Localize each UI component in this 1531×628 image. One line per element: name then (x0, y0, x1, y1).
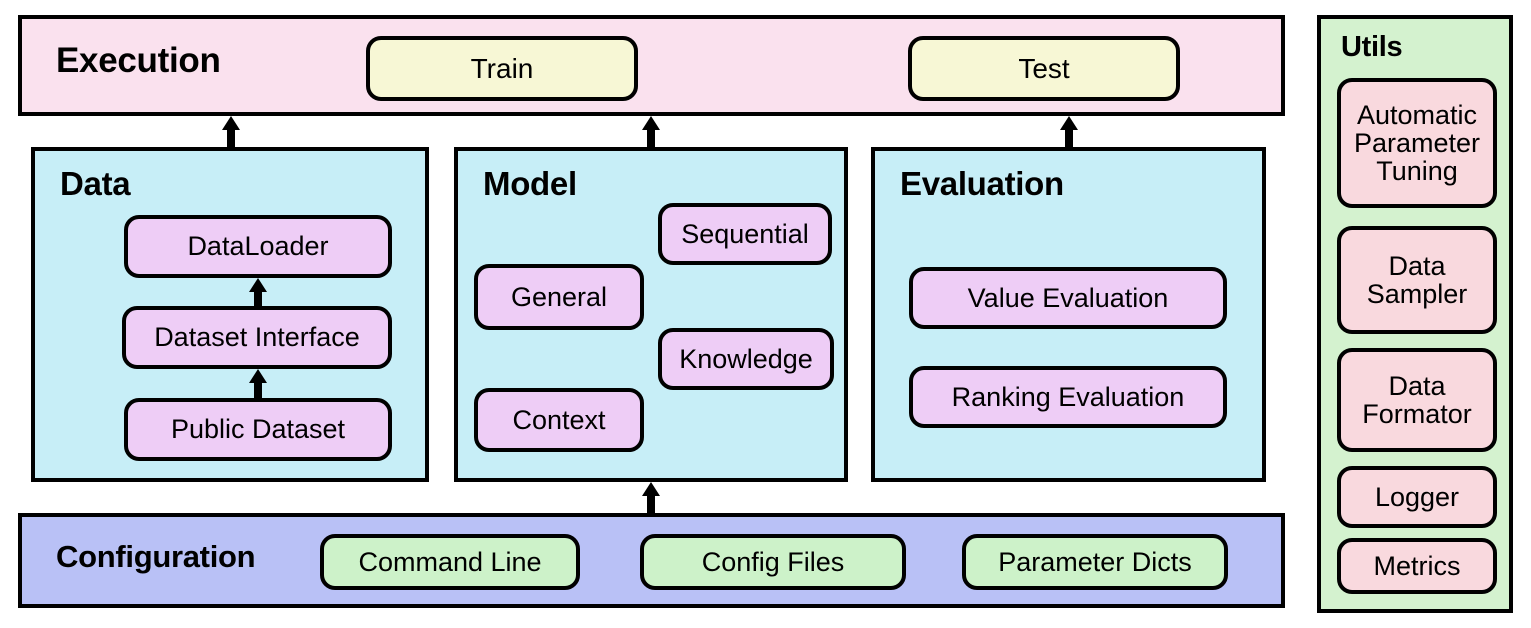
evaluation-title: Evaluation (900, 165, 1064, 202)
evaluation-item-value-evaluation-label: Value Evaluation (967, 282, 1169, 313)
data-item-dataset-interface[interactable]: Dataset Interface (122, 306, 392, 369)
configuration-item-command-line-label: Command Line (358, 546, 542, 577)
model-item-general[interactable]: General (474, 264, 644, 330)
arrow-model-to-execution (638, 116, 664, 147)
arrow-data-to-execution (218, 116, 244, 147)
configuration-item-command-line[interactable]: Command Line (320, 534, 580, 590)
evaluation-item-ranking-evaluation[interactable]: Ranking Evaluation (909, 366, 1227, 428)
data-item-public-dataset-label: Public Dataset (170, 414, 346, 445)
utils-item-data-formator-label: Data Formator (1362, 370, 1472, 429)
arrow-configuration-to-model (638, 482, 664, 513)
utils-item-logger[interactable]: Logger (1337, 466, 1497, 528)
model-item-knowledge[interactable]: Knowledge (658, 328, 834, 390)
utils-item-data-formator[interactable]: Data Formator (1337, 348, 1497, 452)
arrow-evaluation-to-execution (1056, 116, 1082, 147)
evaluation-item-value-evaluation[interactable]: Value Evaluation (909, 267, 1227, 329)
execution-item-test-label: Test (1018, 52, 1070, 84)
data-title: Data (60, 165, 131, 202)
model-item-general-label: General (510, 281, 608, 312)
execution-item-train[interactable]: Train (366, 36, 638, 101)
model-item-sequential-label: Sequential (681, 218, 809, 249)
arrow-public-dataset-to-dataset-interface (245, 369, 271, 399)
utils-item-metrics-label: Metrics (1373, 550, 1461, 581)
utils-item-automatic-parameter-tuning[interactable]: Automatic Parameter Tuning (1337, 78, 1497, 208)
utils-item-data-sampler[interactable]: Data Sampler (1337, 226, 1497, 334)
model-item-sequential[interactable]: Sequential (658, 203, 832, 265)
data-item-dataloader[interactable]: DataLoader (124, 215, 392, 278)
execution-item-train-label: Train (470, 52, 534, 84)
configuration-item-parameter-dicts-label: Parameter Dicts (998, 546, 1192, 577)
execution-item-test[interactable]: Test (908, 36, 1180, 101)
utils-item-automatic-parameter-tuning-label: Automatic Parameter Tuning (1353, 99, 1481, 187)
data-item-dataset-interface-label: Dataset Interface (154, 322, 360, 353)
model-title: Model (483, 165, 577, 202)
configuration-item-parameter-dicts[interactable]: Parameter Dicts (962, 534, 1228, 590)
configuration-item-config-files-label: Config Files (701, 546, 845, 577)
data-item-dataloader-label: DataLoader (187, 231, 329, 262)
configuration-title: Configuration (56, 539, 256, 574)
model-item-context[interactable]: Context (474, 388, 644, 452)
utils-title: Utils (1341, 31, 1403, 63)
evaluation-item-ranking-evaluation-label: Ranking Evaluation (951, 381, 1185, 412)
execution-title: Execution (56, 41, 221, 80)
utils-item-logger-label: Logger (1374, 481, 1460, 512)
configuration-item-config-files[interactable]: Config Files (640, 534, 906, 590)
utils-item-data-sampler-label: Data Sampler (1366, 250, 1468, 309)
utils-item-metrics[interactable]: Metrics (1337, 538, 1497, 594)
model-item-knowledge-label: Knowledge (679, 343, 813, 374)
model-item-context-label: Context (512, 404, 606, 435)
arrow-dataset-interface-to-dataloader (245, 278, 271, 307)
data-item-public-dataset[interactable]: Public Dataset (124, 398, 392, 461)
